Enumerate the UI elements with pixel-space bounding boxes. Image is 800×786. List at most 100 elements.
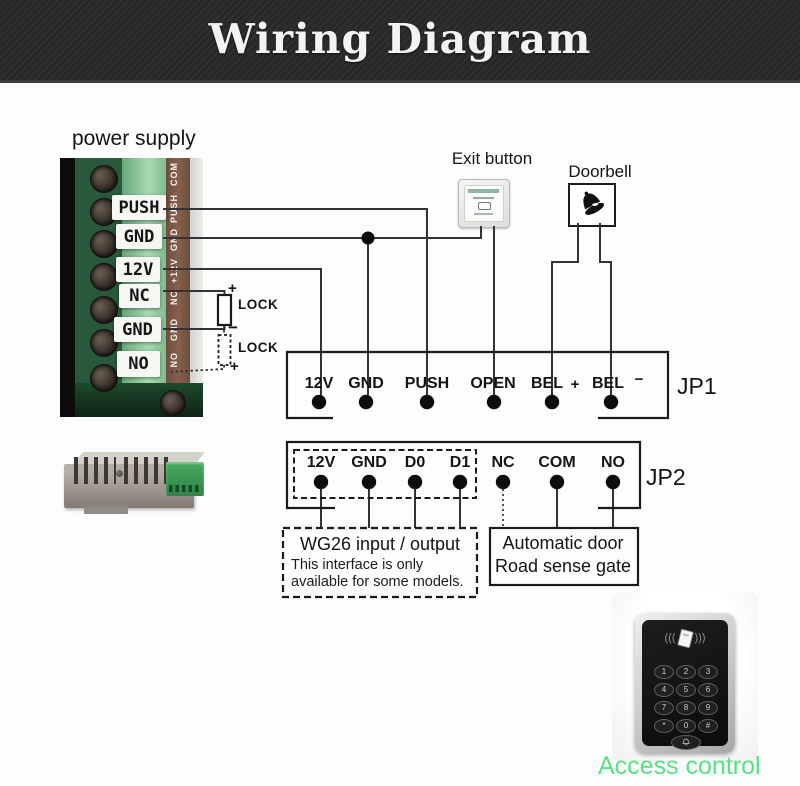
pcb-strip-label: COM (169, 162, 179, 186)
jp1-label-minus: − (634, 371, 644, 388)
jp2-label-d0: D0 (404, 454, 426, 471)
jp1-dot-gnd (358, 394, 374, 410)
access-control-keypad-image: ((( ))) 1 2 3 4 5 6 7 8 9 * 0 # (612, 592, 758, 762)
jp1-dot-open (486, 394, 502, 410)
key-icon (478, 202, 491, 210)
exit-button-textline (473, 197, 494, 199)
exit-button-textline (474, 213, 493, 215)
pcb-edge-right (190, 158, 203, 386)
pcb-terminal-no: NO (117, 351, 160, 377)
lock1-minus-label: − (228, 318, 238, 337)
jp1-name: JP1 (677, 373, 717, 399)
jp1-label-open: OPEN (470, 375, 516, 392)
title-banner: Wiring Diagram (0, 0, 800, 83)
lock1-plus-label: + (228, 280, 237, 297)
key-2: 2 (676, 665, 696, 679)
mounting-tab (84, 506, 128, 514)
jp2-dot-d1 (452, 474, 468, 490)
jp2-dot-nc (495, 474, 511, 490)
jp2-label-d1: D1 (449, 454, 471, 471)
wg26-title: WG26 input / output (299, 534, 461, 554)
exit-button-stripe (468, 189, 499, 193)
screw-icon (116, 470, 123, 477)
jp1-label-plus: + (570, 376, 580, 393)
doorbell-box (568, 183, 616, 227)
jp2-label-com: COM (538, 454, 576, 471)
wire-doorbell-right (599, 223, 612, 395)
green-terminal-block (166, 462, 204, 496)
exit-button-label: Exit button (451, 149, 533, 168)
pcb-terminal-gnd: GND (116, 224, 162, 249)
pcb-terminal-push: PUSH (112, 195, 166, 220)
terminal-screw-icon (90, 329, 118, 357)
lock2-plus-label: + (230, 358, 239, 375)
pcb-terminal-12v: 12V (116, 257, 160, 282)
jp2-label-nc: NC (491, 454, 515, 471)
terminal-screw-icon (90, 230, 118, 258)
pcb-strip-label: PUSH (169, 194, 179, 224)
jp1-label-gnd: GND (348, 375, 384, 392)
jp2-label-no: NO (601, 454, 625, 471)
junction-dot (361, 231, 375, 245)
jp2-label-gnd: GND (351, 454, 387, 471)
power-supply-pcb-image: PUSH GND 12V NC GND NO COM PUSH GND +12V… (60, 158, 203, 417)
key-7: 7 (654, 701, 674, 715)
key-0: 0 (676, 719, 696, 733)
pcb-strip-label: GND (169, 228, 179, 251)
key-6: 6 (698, 683, 718, 697)
jp1-label-push: PUSH (404, 375, 450, 392)
lock2-label: LOCK (238, 340, 279, 355)
terminal-dots (311, 231, 621, 490)
pcb-terminal-nc: NC (119, 284, 160, 308)
terminal-screw-icon (160, 390, 186, 416)
doorbell-label: Doorbell (568, 162, 632, 181)
terminal-screw-icon (90, 364, 118, 392)
wave-left-icon: ((( (664, 632, 676, 644)
key-hash: # (698, 719, 718, 733)
jp1-label-12v: 12V (304, 375, 334, 392)
jp1-label-bel2: BEL (592, 375, 624, 392)
key-8: 8 (676, 701, 696, 715)
page-title: Wiring Diagram (208, 15, 592, 64)
terminal-screws (169, 485, 201, 492)
terminal-screw-icon (90, 165, 118, 193)
jp2-dot-com (549, 474, 565, 490)
jp1-dot-push (419, 394, 435, 410)
wire-gnd (163, 226, 482, 239)
wave-right-icon: ))) (694, 632, 706, 644)
small-bell-icon (682, 738, 690, 746)
jp1-dot-bel-minus (603, 394, 619, 410)
power-supply-unit-image (56, 448, 208, 518)
jp1-dot-12v (311, 394, 327, 410)
doorbell-key (671, 735, 701, 750)
jp2-label-12v: 12V (306, 454, 336, 471)
wire-doorbell-left (551, 223, 579, 395)
key-4: 4 (654, 683, 674, 697)
terminal-screw-icon (90, 263, 118, 291)
key-star: * (654, 719, 674, 733)
key-9: 9 (698, 701, 718, 715)
key-5: 5 (676, 683, 696, 697)
jp2-name: JP2 (646, 464, 686, 490)
lock1-label: LOCK (238, 297, 279, 312)
jp2-dot-12v (313, 474, 329, 490)
auto-door-line2: Road sense gate (494, 556, 632, 576)
pcb-edge (60, 158, 75, 417)
jp1-dot-bel-plus (544, 394, 560, 410)
power-supply-label: power supply (72, 127, 196, 150)
access-control-caption: Access control (598, 752, 761, 780)
keypad-face: ((( ))) 1 2 3 4 5 6 7 8 9 * 0 # (642, 620, 728, 750)
pcb-strip-label: NO (169, 352, 179, 368)
rfid-card-icon (676, 628, 694, 648)
auto-door-line1: Automatic door (502, 533, 624, 553)
key-3: 3 (698, 665, 718, 679)
wg26-note-line1: This interface is only (291, 557, 424, 573)
terminal-screw-icon (90, 296, 118, 324)
jp2-dot-gnd (361, 474, 377, 490)
vent-slots (74, 457, 116, 484)
vent-slots (124, 457, 168, 484)
exit-button-image (458, 179, 510, 228)
lock-symbol-dashed (217, 334, 232, 366)
jp2-dot-d0 (407, 474, 423, 490)
bell-icon (583, 191, 605, 215)
